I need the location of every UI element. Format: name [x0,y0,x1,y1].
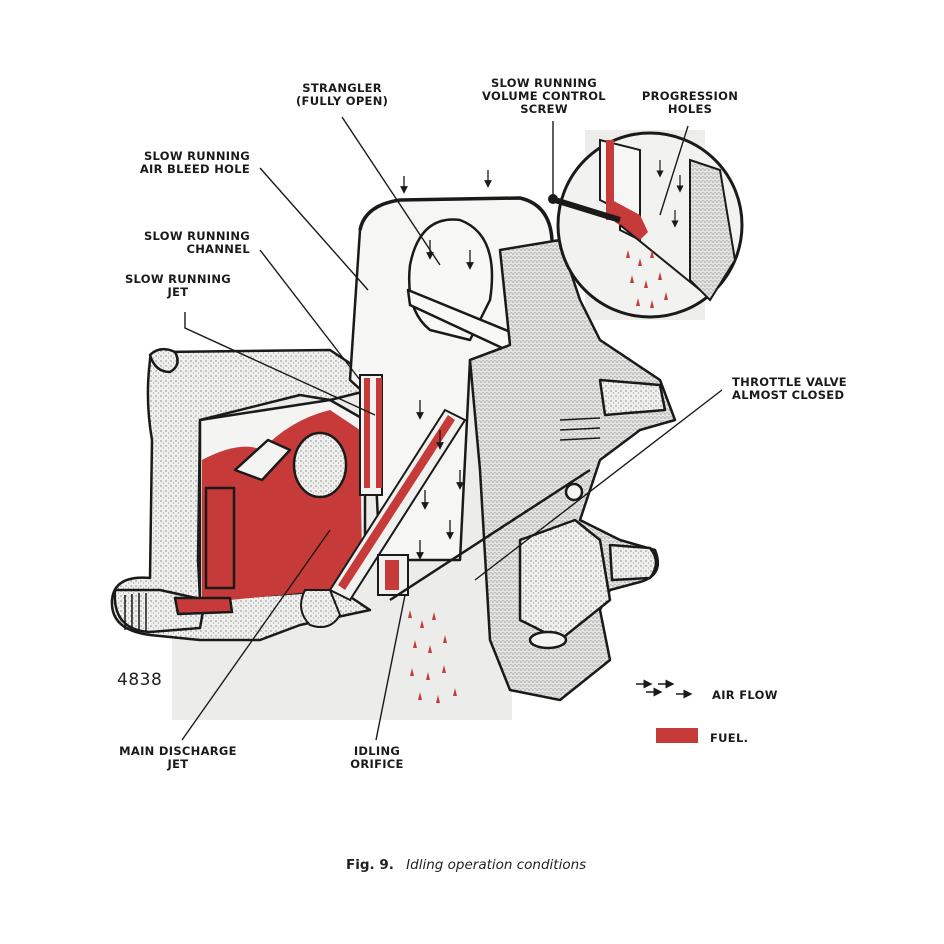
label-main-discharge-jet: MAIN DISCHARGE JET [119,744,237,771]
leader-progression [659,125,689,216]
label-idling-orifice: IDLING ORIFICE [350,744,404,771]
fuel-swatch [656,728,698,743]
label-slow-running-jet: SLOW RUNNING JET [124,272,232,299]
throttle-body [468,238,677,702]
legend-fuel: FUEL. [710,731,749,745]
drawing-number: 4838 [117,670,163,690]
leader-lines [181,116,723,741]
fuel-channels [300,374,467,628]
label-strangler: STRANGLER (FULLY OPEN) [296,81,389,108]
leader-idling-orifice [375,594,406,741]
float-chamber [110,347,372,642]
throttle-plate [389,468,591,602]
label-progression-holes: PROGRESSION HOLES [641,89,739,116]
progression-holes-inset [548,131,744,319]
leader-jet [184,312,376,416]
leader-air-bleed [259,167,369,291]
legend-airflow-arrows [636,679,693,699]
label-air-bleed-hole: SLOW RUNNING AIR BLEED HOLE [139,149,250,176]
label-throttle-valve: THROTTLE VALVE ALMOST CLOSED [732,375,847,402]
fuel-spray [408,610,457,703]
air-flow-arrows [400,170,492,560]
leader-channel [259,249,361,381]
leader-throttle [474,389,723,581]
figure-title: Idling operation conditions [406,857,587,873]
label-slow-running-channel: SLOW RUNNING CHANNEL [143,229,250,256]
figure-caption: Fig. 9. Idling operation conditions [346,857,586,873]
label-volume-control-screw: SLOW RUNNING VOLUME CONTROL SCREW [482,76,606,116]
figure-number: Fig. 9. [346,857,394,873]
legend-air-flow: AIR FLOW [712,688,778,702]
leader-strangler [341,116,441,266]
leader-main-discharge [181,529,331,741]
